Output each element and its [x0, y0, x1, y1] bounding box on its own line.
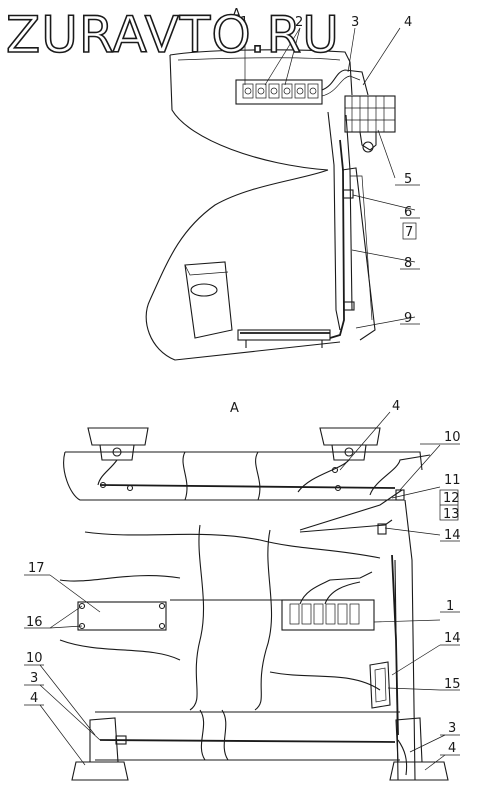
panel-switches-top	[242, 83, 319, 99]
seat-block	[184, 261, 233, 339]
harness-top-2	[321, 75, 361, 97]
top-view	[145, 20, 420, 361]
label-a-15: 15	[444, 677, 461, 692]
door-frame-inner	[350, 175, 373, 321]
view-title-a: A	[230, 401, 239, 416]
harness-panel-a-2	[324, 581, 361, 605]
label-a-14a: 14	[444, 528, 461, 543]
cab-inner-line	[177, 57, 341, 61]
lamp-top-right	[319, 427, 381, 461]
label-top-8: 8	[404, 256, 412, 271]
label-a-16: 16	[26, 615, 43, 630]
lamp-bottom-left	[71, 717, 129, 781]
harness-top	[321, 69, 369, 96]
label-a-3b: 3	[448, 721, 456, 736]
harness-right-drop	[397, 739, 408, 776]
label-a-10b: 10	[26, 651, 43, 666]
cab-body-silhouette	[145, 169, 341, 361]
body-mid-left	[84, 531, 381, 559]
lamp-bottom-right	[389, 717, 449, 781]
wiper-link	[299, 489, 403, 531]
door-frame	[341, 167, 376, 341]
wiper-link-2	[299, 519, 393, 533]
label-a-13: 13	[443, 507, 460, 522]
seat-top	[184, 264, 229, 276]
label-a-3a: 3	[30, 671, 38, 686]
leaders-top	[244, 20, 416, 329]
harness-pillar	[329, 139, 345, 339]
roof-panel	[65, 451, 423, 471]
pillar-right	[345, 114, 353, 311]
harness-panel-a	[299, 571, 373, 605]
break-line-2	[255, 451, 261, 501]
body-lower-right	[269, 671, 381, 691]
label-top-1: 1	[240, 15, 248, 30]
connector-14	[377, 523, 387, 535]
break-line-4	[221, 709, 229, 761]
label-a-12: 12	[443, 491, 460, 506]
label-top-6: 6	[404, 205, 412, 220]
view-a	[24, 411, 460, 781]
label-a-17: 17	[28, 561, 45, 576]
side-lamp-15	[369, 661, 391, 709]
label-top-3: 3	[351, 15, 359, 30]
seat-knob	[190, 283, 218, 297]
bottom-bracket	[237, 329, 331, 341]
label-a-11: 11	[444, 473, 461, 488]
panel-switches-a	[289, 603, 360, 625]
pillar-a-outer	[404, 499, 416, 781]
label-top-9: 9	[404, 311, 412, 326]
label-top-5: 5	[404, 172, 412, 187]
harness-pillar-a	[391, 554, 399, 736]
label-top-2: 2	[295, 15, 303, 30]
harness-lamp-left	[97, 459, 118, 486]
break-line-3	[199, 709, 206, 761]
label-a-1: 1	[446, 599, 454, 614]
watermark-text: ZURAVTO.RU	[6, 6, 340, 64]
label-a-14b: 14	[444, 631, 461, 646]
clip-6	[342, 189, 354, 199]
roof-panel-lower	[63, 451, 400, 501]
clip-9	[343, 301, 355, 311]
cab-roof-outline	[169, 49, 353, 96]
label-a-4a: 4	[30, 691, 38, 706]
body-column-1	[189, 524, 205, 711]
label-a-4: 4	[392, 399, 400, 414]
control-panel-a	[281, 599, 375, 631]
control-panel-top	[235, 79, 323, 105]
leaders-a	[39, 411, 446, 771]
label-a-10: 10	[444, 430, 461, 445]
work-lamp-top	[344, 95, 396, 153]
label-top-4: 4	[404, 15, 412, 30]
cab-wall-left-top	[169, 54, 329, 171]
pillar-left	[327, 111, 341, 331]
body-column-2	[254, 529, 273, 711]
body-lower-left	[59, 639, 181, 661]
label-top-7: 7	[405, 225, 413, 240]
break-line-1	[182, 451, 188, 501]
label-a-4b: 4	[448, 741, 456, 756]
harness-roof	[99, 484, 396, 489]
view-marker-a: A	[232, 7, 241, 22]
plate-17	[77, 601, 167, 631]
lamp-top-left	[87, 427, 149, 461]
connector-bl	[115, 735, 127, 745]
body-mid-left-2	[59, 575, 181, 582]
harness-11	[369, 454, 431, 496]
harness-bottom-a	[99, 739, 396, 743]
